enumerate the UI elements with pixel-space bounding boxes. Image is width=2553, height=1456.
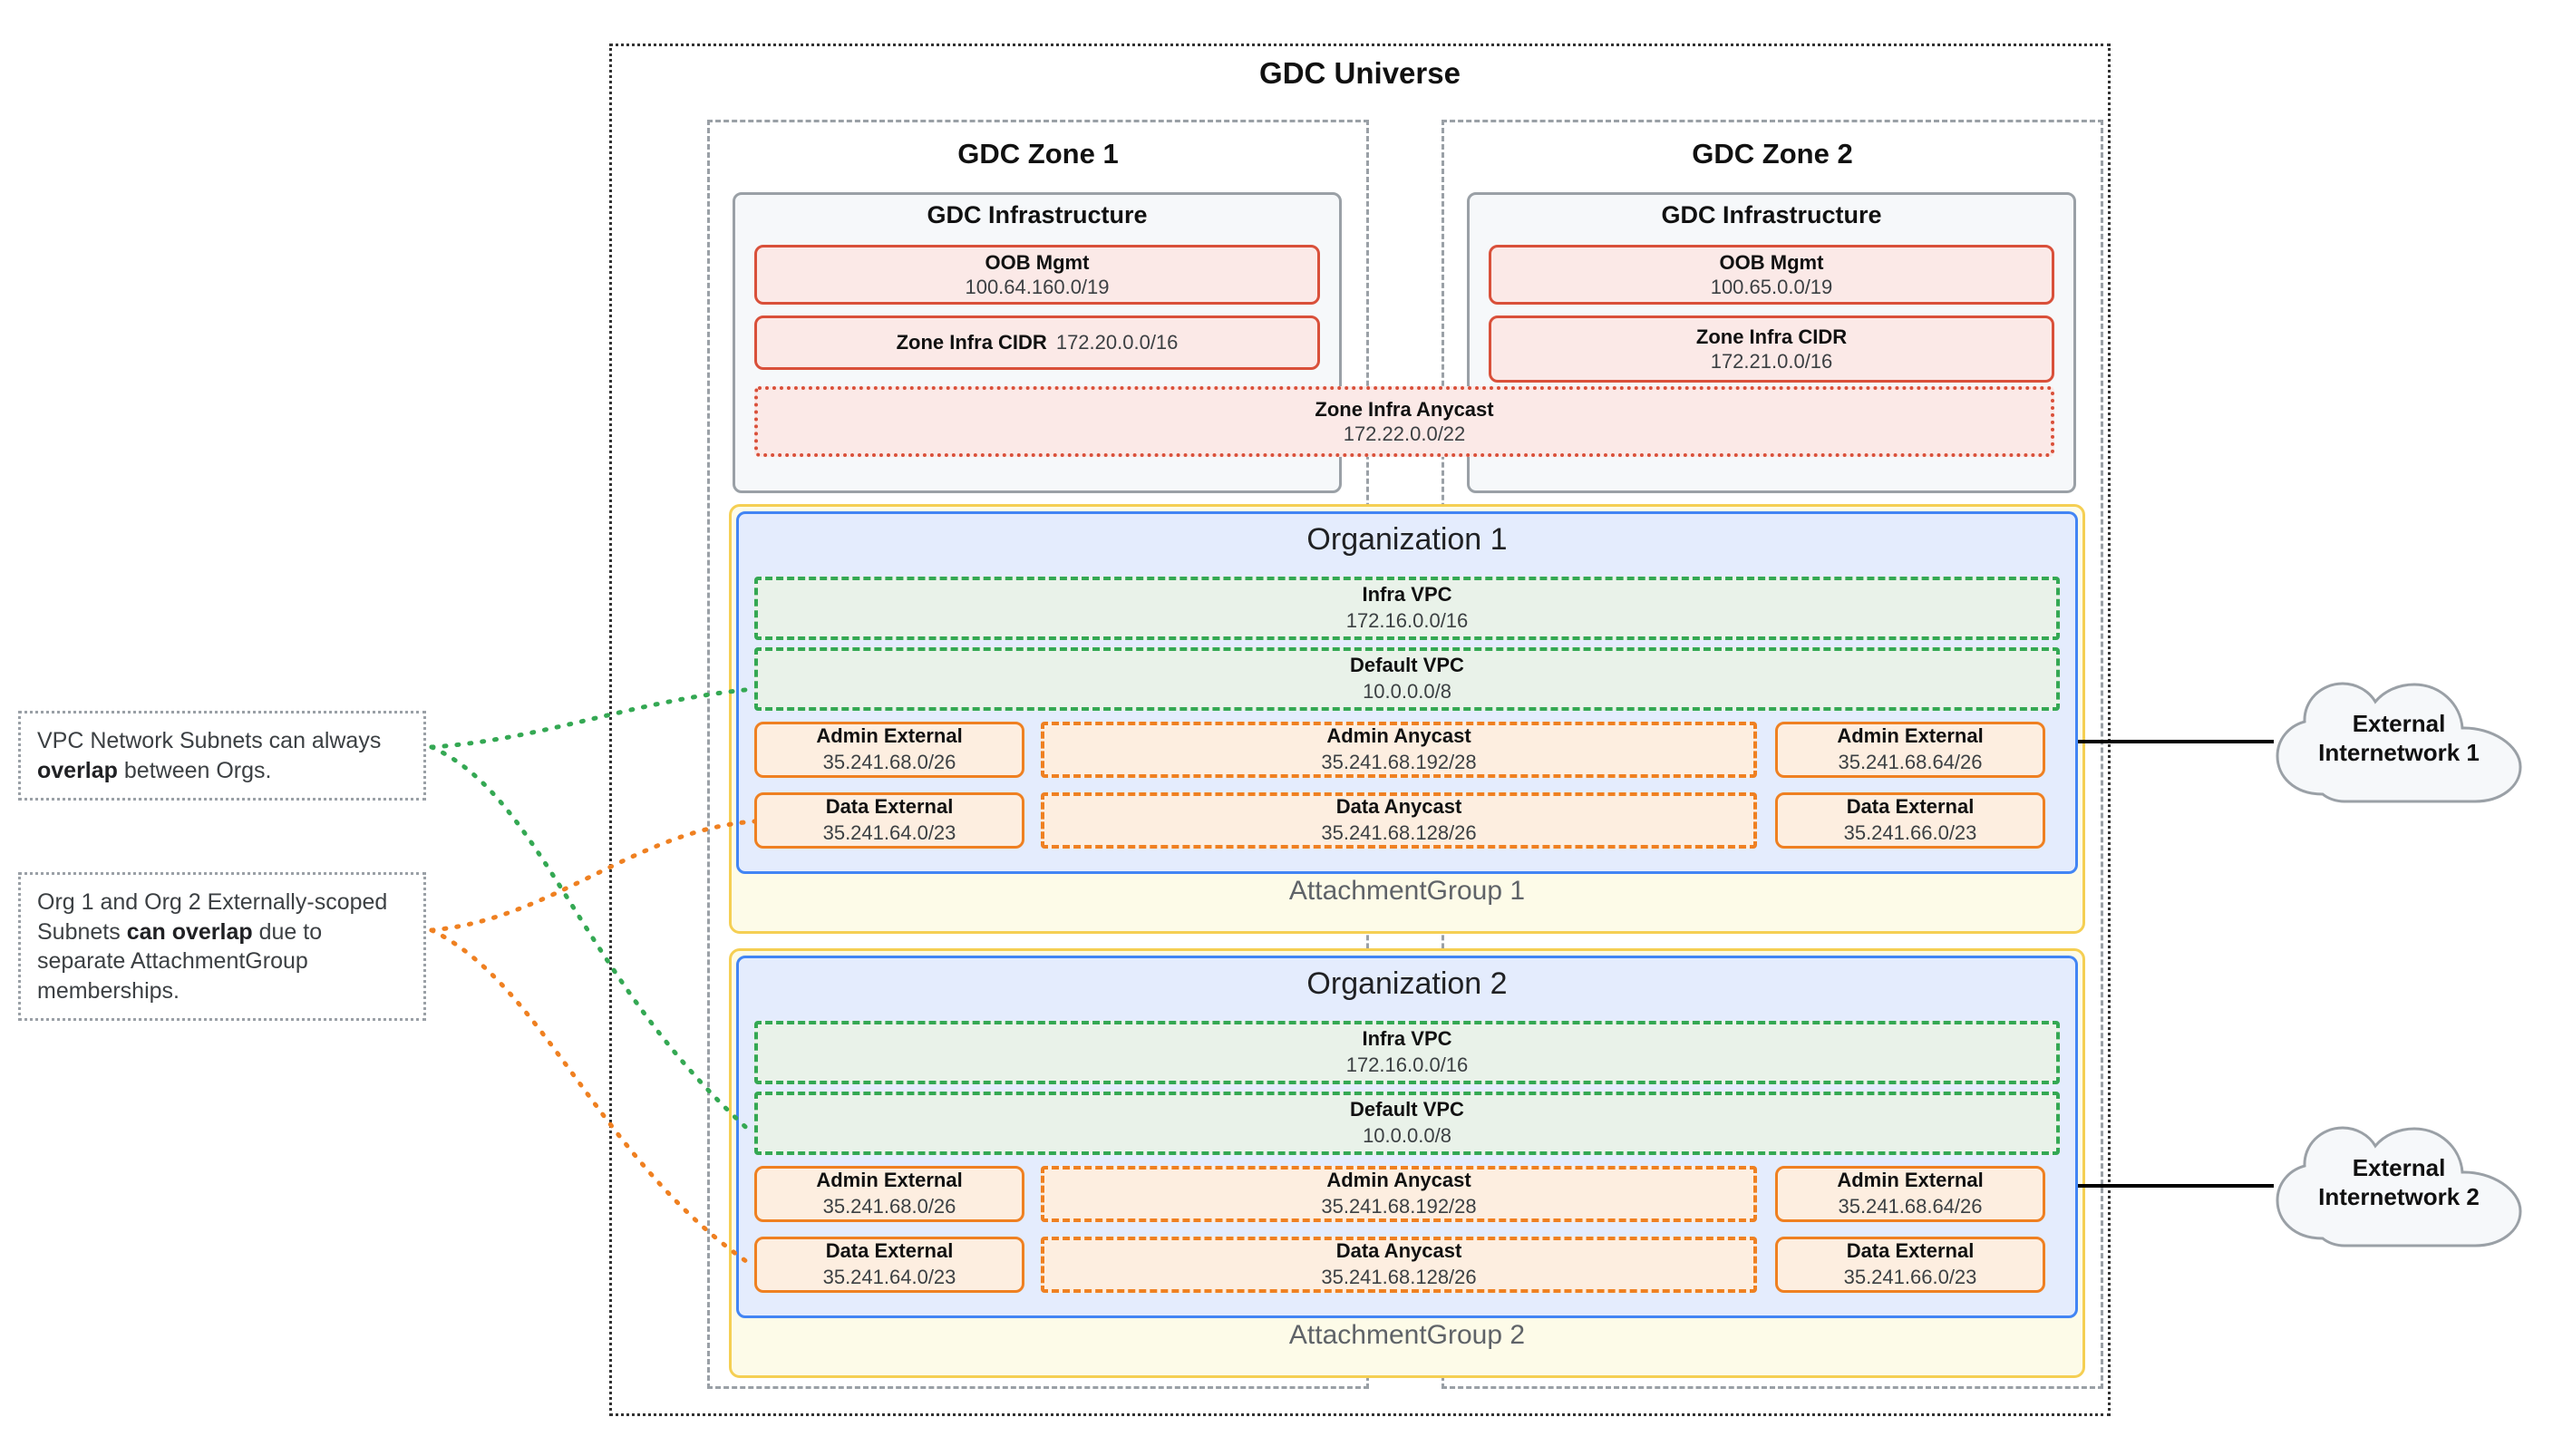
org-1-data-anycast-cidr: 35.241.68.128/26 xyxy=(1321,821,1477,844)
org-2-data-anycast-label: Data Anycast xyxy=(1335,1239,1462,1263)
external-internetwork-2-cloud: External Internetwork 2 xyxy=(2263,1115,2535,1269)
org-1-data-external-right-cidr: 35.241.66.0/23 xyxy=(1843,821,1977,844)
organization-2-title: Organization 2 xyxy=(1306,966,1508,1001)
org-1-admin-anycast-cidr: 35.241.68.192/28 xyxy=(1321,751,1477,773)
org-2-data-external-left-box: Data External 35.241.64.0/23 xyxy=(754,1237,1024,1293)
org-1-default-vpc-box: Default VPC 10.0.0.0/8 xyxy=(754,647,2060,711)
org-1-admin-external-right-label: Admin External xyxy=(1837,724,1984,748)
org-1-default-vpc-label: Default VPC xyxy=(1350,654,1464,677)
zone-2-zone-infra-cidr-label: Zone Infra CIDR xyxy=(1695,325,1848,348)
org-1-data-anycast-box: Data Anycast 35.241.68.128/26 xyxy=(1041,792,1757,849)
callout-2-text-after: due to separate AttachmentGroup membersh… xyxy=(37,918,323,1004)
org-1-admin-external-left-label: Admin External xyxy=(816,724,963,748)
attachment-group-2-label: AttachmentGroup 2 xyxy=(1288,1320,1526,1350)
cloud-icon xyxy=(2276,682,2522,803)
org-1-infra-vpc-label: Infra VPC xyxy=(1362,583,1452,607)
external-internetwork-1-line2: Internetwork 1 xyxy=(2318,739,2480,766)
org-1-infra-vpc-box: Infra VPC 172.16.0.0/16 xyxy=(754,577,2060,640)
org-2-admin-anycast-cidr: 35.241.68.192/28 xyxy=(1321,1195,1477,1218)
org-2-admin-external-right-cidr: 35.241.68.64/26 xyxy=(1838,1195,1983,1218)
zone-2-oob-mgmt-box: OOB Mgmt 100.65.0.0/19 xyxy=(1489,245,2054,305)
org-2-admin-external-left-box: Admin External 35.241.68.0/26 xyxy=(754,1166,1024,1222)
org-1-data-external-right-box: Data External 35.241.66.0/23 xyxy=(1775,792,2045,849)
org-1-data-external-left-cidr: 35.241.64.0/23 xyxy=(822,821,956,844)
callout-vpc-subnet-overlap: VPC Network Subnets can always overlap b… xyxy=(18,711,426,801)
gdc-zone-1-title: GDC Zone 1 xyxy=(957,138,1119,170)
org-1-data-external-left-box: Data External 35.241.64.0/23 xyxy=(754,792,1024,849)
callout-2-text-before: Org 1 and Org 2 Externally-scoped Subnet… xyxy=(37,889,388,945)
callout-1-text-before: VPC Network Subnets can always xyxy=(37,728,382,753)
gdc-universe-title: GDC Universe xyxy=(1259,56,1461,90)
org-2-admin-external-right-label: Admin External xyxy=(1837,1169,1984,1192)
org-1-data-external-left-label: Data External xyxy=(825,795,954,819)
organization-1-title: Organization 1 xyxy=(1306,522,1508,557)
attachment-group-1-label: AttachmentGroup 1 xyxy=(1288,876,1526,906)
zone-1-zone-infra-cidr-label: Zone Infra CIDR xyxy=(896,331,1047,354)
callout-external-subnet-overlap: Org 1 and Org 2 Externally-scoped Subnet… xyxy=(18,872,426,1021)
external-internetwork-2-line2: Internetwork 2 xyxy=(2318,1183,2480,1210)
org-1-admin-external-left-cidr: 35.241.68.0/26 xyxy=(822,751,956,773)
org-2-default-vpc-label: Default VPC xyxy=(1350,1098,1464,1121)
external-internetwork-2-line1: External xyxy=(2352,1153,2446,1181)
org-1-default-vpc-cidr: 10.0.0.0/8 xyxy=(1363,680,1451,703)
org-2-data-anycast-box: Data Anycast 35.241.68.128/26 xyxy=(1041,1237,1757,1293)
org-1-admin-external-right-box: Admin External 35.241.68.64/26 xyxy=(1775,722,2045,778)
org-1-admin-external-right-cidr: 35.241.68.64/26 xyxy=(1838,751,1983,773)
org-2-infra-vpc-cidr: 172.16.0.0/16 xyxy=(1345,1053,1469,1076)
gdc-zone-2-title: GDC Zone 2 xyxy=(1692,138,1853,170)
org-1-admin-external-left-box: Admin External 35.241.68.0/26 xyxy=(754,722,1024,778)
zone-1-zone-infra-cidr-box: Zone Infra CIDR 172.20.0.0/16 xyxy=(754,315,1320,370)
zone-infra-anycast-cidr: 172.22.0.0/22 xyxy=(1343,422,1466,445)
external-internetwork-2-label: External Internetwork 2 xyxy=(2263,1115,2535,1269)
zone-infra-anycast-label: Zone Infra Anycast xyxy=(1315,397,1494,421)
cloud-icon xyxy=(2276,1126,2522,1247)
callout-2-emphasis: can overlap xyxy=(126,918,253,945)
external-internetwork-1-cloud: External Internetwork 1 xyxy=(2263,671,2535,825)
external-internetwork-1-label: External Internetwork 1 xyxy=(2263,671,2535,825)
org-2-infra-vpc-box: Infra VPC 172.16.0.0/16 xyxy=(754,1021,2060,1084)
org-2-admin-external-left-label: Admin External xyxy=(816,1169,963,1192)
org-1-admin-anycast-label: Admin Anycast xyxy=(1326,724,1471,748)
org-1-data-external-right-label: Data External xyxy=(1846,795,1975,819)
callout-1-emphasis: overlap xyxy=(37,757,118,783)
zone-1-oob-mgmt-cidr: 100.64.160.0/19 xyxy=(965,276,1110,298)
zone-1-zone-infra-cidr-value: 172.20.0.0/16 xyxy=(1055,331,1179,354)
org-2-admin-external-right-box: Admin External 35.241.68.64/26 xyxy=(1775,1166,2045,1222)
zone-2-oob-mgmt-label: OOB Mgmt xyxy=(1719,250,1824,274)
org-2-admin-external-left-cidr: 35.241.68.0/26 xyxy=(822,1195,956,1218)
org-2-admin-anycast-label: Admin Anycast xyxy=(1326,1169,1471,1192)
org-2-default-vpc-cidr: 10.0.0.0/8 xyxy=(1363,1124,1451,1147)
org-2-default-vpc-box: Default VPC 10.0.0.0/8 xyxy=(754,1092,2060,1155)
org-2-data-external-right-box: Data External 35.241.66.0/23 xyxy=(1775,1237,2045,1293)
org-1-data-anycast-label: Data Anycast xyxy=(1335,795,1462,819)
zone-1-infrastructure-title: GDC Infrastructure xyxy=(927,201,1148,228)
zone-2-zone-infra-cidr-value: 172.21.0.0/16 xyxy=(1710,350,1833,373)
zone-2-oob-mgmt-cidr: 100.65.0.0/19 xyxy=(1710,276,1833,298)
zone-infra-anycast-box: Zone Infra Anycast 172.22.0.0/22 xyxy=(754,386,2054,457)
org-2-data-external-right-cidr: 35.241.66.0/23 xyxy=(1843,1266,1977,1288)
org-1-admin-anycast-box: Admin Anycast 35.241.68.192/28 xyxy=(1041,722,1757,778)
zone-2-infrastructure-title: GDC Infrastructure xyxy=(1661,201,1882,228)
org-2-data-external-left-cidr: 35.241.64.0/23 xyxy=(822,1266,956,1288)
org-2-admin-anycast-box: Admin Anycast 35.241.68.192/28 xyxy=(1041,1166,1757,1222)
external-internetwork-1-line1: External xyxy=(2352,709,2446,737)
zone-1-oob-mgmt-box: OOB Mgmt 100.64.160.0/19 xyxy=(754,245,1320,305)
callout-1-text-after: between Orgs. xyxy=(117,757,272,783)
org-2-data-external-left-label: Data External xyxy=(825,1239,954,1263)
org-2-data-external-right-label: Data External xyxy=(1846,1239,1975,1263)
zone-1-oob-mgmt-label: OOB Mgmt xyxy=(985,250,1090,274)
org-2-data-anycast-cidr: 35.241.68.128/26 xyxy=(1321,1266,1477,1288)
org-2-infra-vpc-label: Infra VPC xyxy=(1362,1027,1452,1051)
zone-2-zone-infra-cidr-box: Zone Infra CIDR 172.21.0.0/16 xyxy=(1489,315,2054,383)
org-1-infra-vpc-cidr: 172.16.0.0/16 xyxy=(1345,609,1469,632)
